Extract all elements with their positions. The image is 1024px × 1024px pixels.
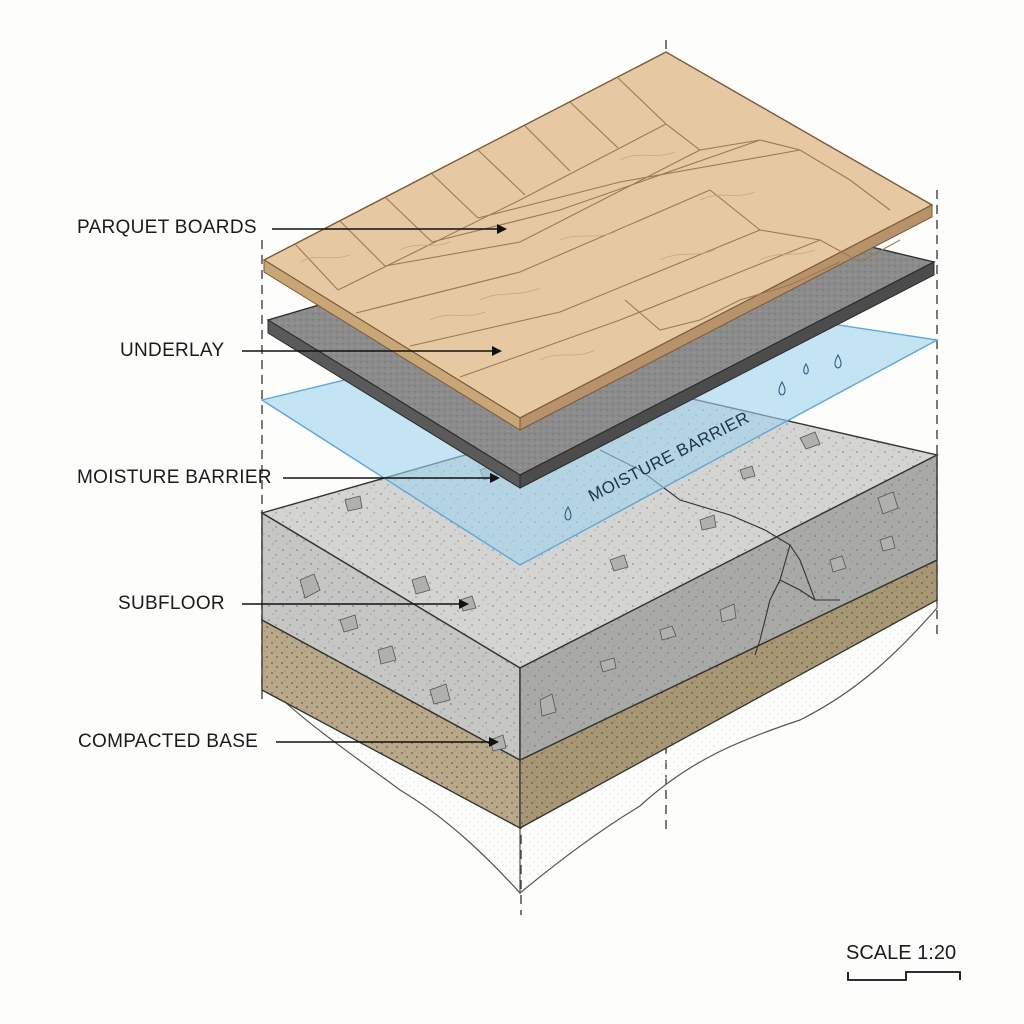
label-parquet-boards: PARQUET BOARDS: [77, 217, 257, 238]
label-compacted-base: COMPACTED BASE: [78, 731, 259, 752]
soil-layer: [261, 596, 938, 895]
label-subfloor: SUBFLOOR: [118, 593, 225, 614]
label-underlay: UNDERLAY: [120, 340, 225, 361]
compacted-base-layer: [261, 558, 938, 830]
scale-label: SCALE 1:20: [846, 942, 957, 964]
parquet-boards-layer: [262, 51, 934, 431]
scale-bar: [847, 971, 961, 981]
label-moisture-barrier: MOISTURE BARRIER: [77, 467, 272, 488]
leader-lines: [242, 224, 507, 747]
subfloor-slab: [260, 394, 940, 762]
